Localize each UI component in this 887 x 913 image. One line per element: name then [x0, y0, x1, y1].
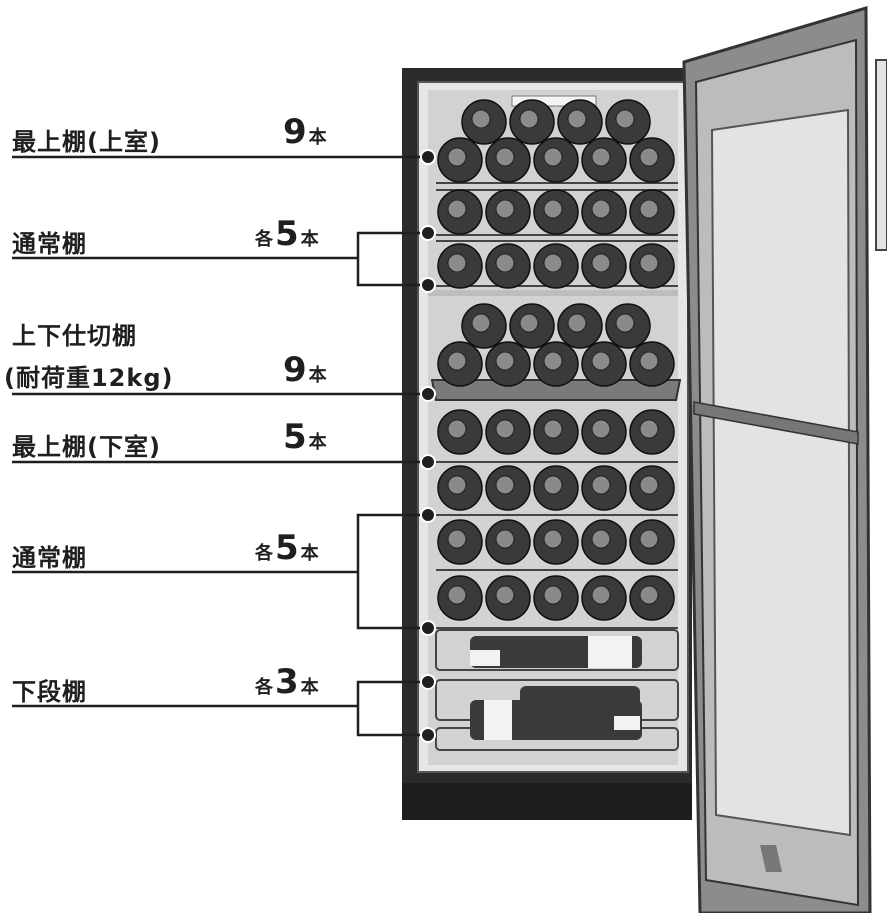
count-number: 9	[283, 350, 307, 390]
count-unit: 本	[300, 229, 319, 250]
bottle-bottom	[581, 341, 627, 387]
bottle-bottom	[533, 409, 579, 455]
bottle-bottom	[533, 519, 579, 565]
count-unit: 本	[308, 127, 327, 148]
bottle-bottom	[533, 137, 579, 183]
bottle-bottom	[533, 465, 579, 511]
bottle-bottom	[485, 243, 531, 289]
count-prefix: 各	[255, 229, 273, 250]
label-normal-lower: 通常棚	[12, 544, 87, 572]
bottle-bottom	[533, 189, 579, 235]
bottle-bottom	[509, 303, 555, 349]
count-number: 9	[283, 112, 307, 152]
lying-bottles	[470, 636, 642, 740]
bottle-bottom	[461, 99, 507, 145]
label-top-lower: 最上棚(下室)	[12, 433, 161, 461]
bottle-bottom	[461, 303, 507, 349]
bottle-bottom	[437, 575, 483, 621]
bottle-bottom	[629, 575, 675, 621]
bottle-bottom	[485, 137, 531, 183]
bottle-bottom	[557, 99, 603, 145]
cabinet-base	[402, 780, 692, 820]
bottle-bottom	[485, 465, 531, 511]
count-unit: 本	[308, 432, 327, 453]
bottle-bottom	[581, 243, 627, 289]
leader-dots	[420, 149, 436, 743]
bottle-bottom	[629, 189, 675, 235]
count-prefix: 各	[255, 677, 273, 698]
bottle-bottom	[437, 341, 483, 387]
count-number: 3	[275, 662, 299, 702]
bottle-bottom	[629, 341, 675, 387]
bottle-bottom	[437, 137, 483, 183]
top-light	[511, 95, 597, 107]
bottle-bottom	[581, 189, 627, 235]
bottle-bottom	[581, 575, 627, 621]
label-divider-line1: 上下仕切棚	[12, 322, 137, 350]
bottle-bottom	[629, 243, 675, 289]
count-number: 5	[275, 214, 299, 254]
bottle-bottom	[533, 575, 579, 621]
label-divider-line2: (耐荷重12kg)	[4, 364, 174, 392]
count-number: 5	[283, 417, 307, 457]
bottle-bottom	[605, 99, 651, 145]
bottle-bottom	[557, 303, 603, 349]
count-prefix: 各	[255, 543, 273, 564]
bottles	[437, 99, 675, 621]
bottle-bottom	[533, 243, 579, 289]
bottle-bottom	[485, 189, 531, 235]
count-unit: 本	[300, 677, 319, 698]
leader-lines	[12, 155, 428, 737]
count-number: 5	[275, 528, 299, 568]
bottle-bottom	[437, 519, 483, 565]
bottle-bottom	[437, 465, 483, 511]
bottle-bottom	[581, 465, 627, 511]
bottle-bottom	[629, 519, 675, 565]
bottle-bottom	[581, 137, 627, 183]
bottle-bottom	[629, 465, 675, 511]
bottle-bottom	[485, 341, 531, 387]
label-bottom: 下段棚	[12, 678, 87, 706]
bottle-bottom	[437, 189, 483, 235]
bottle-bottom	[581, 409, 627, 455]
bottle-bottom	[581, 519, 627, 565]
open-door	[682, 5, 887, 913]
bottle-bottom	[509, 99, 555, 145]
bottle-bottom	[437, 409, 483, 455]
bottle-bottom	[485, 519, 531, 565]
label-normal-upper: 通常棚	[12, 230, 87, 258]
count-unit: 本	[308, 365, 327, 386]
bottle-bottom	[605, 303, 651, 349]
bottle-bottom	[485, 575, 531, 621]
bottle-bottom	[437, 243, 483, 289]
bottle-bottom	[629, 137, 675, 183]
label-top-upper: 最上棚(上室)	[12, 128, 161, 156]
count-unit: 本	[300, 543, 319, 564]
bottle-bottom	[533, 341, 579, 387]
bottle-bottom	[629, 409, 675, 455]
bottle-bottom	[485, 409, 531, 455]
